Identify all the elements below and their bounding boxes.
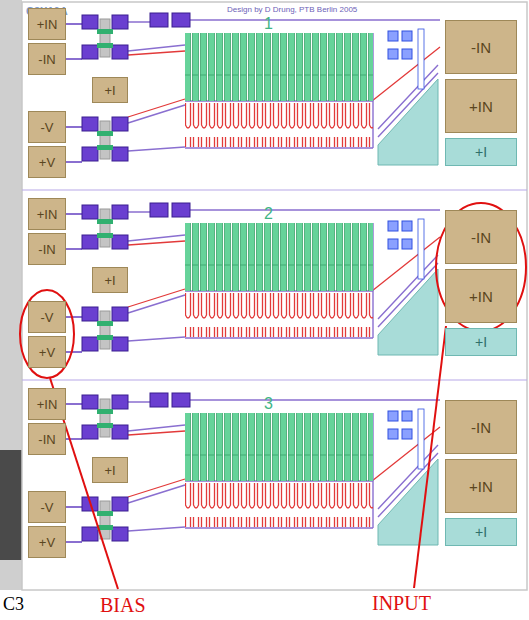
squid-channel [66,13,440,165]
pad-label: -IN [38,52,55,67]
pad-label: +I [475,334,487,350]
pad-label: +IN [37,207,58,222]
designer-note: Design by D Drung, PTB Berlin 2005 [227,5,357,14]
pad-label: -IN [471,229,491,246]
pad-label: -IN [471,419,491,436]
pad-label: +V [39,155,55,170]
leader-line [414,326,446,588]
pad-label: +I [475,144,487,160]
squid-channel [66,203,440,355]
pad-label: -IN [38,432,55,447]
bond-pad: +IN [28,388,66,420]
pad-label: +IN [469,478,493,495]
pad-label: +V [39,345,55,360]
bond-pad: +I [92,457,128,483]
bond-pad: -IN [445,20,517,74]
squid-channel [66,393,440,545]
bond-pad: -V [28,301,66,333]
pad-label: +V [39,535,55,550]
pad-label: -IN [38,242,55,257]
pad-label: +I [104,463,115,478]
bond-pad: -IN [28,423,66,455]
channel-number: 3 [264,395,273,413]
pad-label: +I [475,524,487,540]
channel-separator [22,190,527,380]
bond-pad: +I [445,518,517,546]
channel-number: 1 [264,15,273,33]
pad-label: -V [41,120,54,135]
bond-pad: +I [92,77,128,103]
channel-number: 2 [264,205,273,223]
bond-pad: -V [28,491,66,523]
annotation-label: BIAS [100,594,146,617]
pad-label: +IN [37,17,58,32]
bond-pad: -IN [28,43,66,75]
pad-label: -IN [471,39,491,56]
bond-pad: +I [445,138,517,166]
chip-outline [22,2,527,590]
pad-label: +I [104,83,115,98]
bond-pad: +V [28,526,66,558]
bond-pad: -V [28,111,66,143]
chip-body: C3X16ADesign by D Drung, PTB Berlin 2005… [22,2,527,590]
bond-pad: +V [28,146,66,178]
slide-background [0,0,22,590]
bond-pad: +I [445,328,517,356]
bond-pad: -IN [445,400,517,454]
bond-pad: +IN [445,79,517,133]
highlight-ellipse [436,203,526,331]
bond-pad: +IN [445,459,517,513]
pad-label: -V [41,500,54,515]
annotation-label: INPUT [372,592,431,615]
bond-pad: -IN [445,210,517,264]
pad-label: +IN [469,288,493,305]
pad-label: +IN [469,98,493,115]
pad-label: +IN [37,397,58,412]
bond-pad: -IN [28,233,66,265]
bond-pad: +I [92,267,128,293]
chip-id: C3 [3,594,24,615]
bond-pad: +IN [445,269,517,323]
bond-pad: +IN [28,198,66,230]
highlight-ellipse [20,290,74,378]
bond-pad: +IN [28,8,66,40]
bond-pad: +V [28,336,66,368]
slide-background [0,450,22,560]
pad-label: +I [104,273,115,288]
pad-label: -V [41,310,54,325]
